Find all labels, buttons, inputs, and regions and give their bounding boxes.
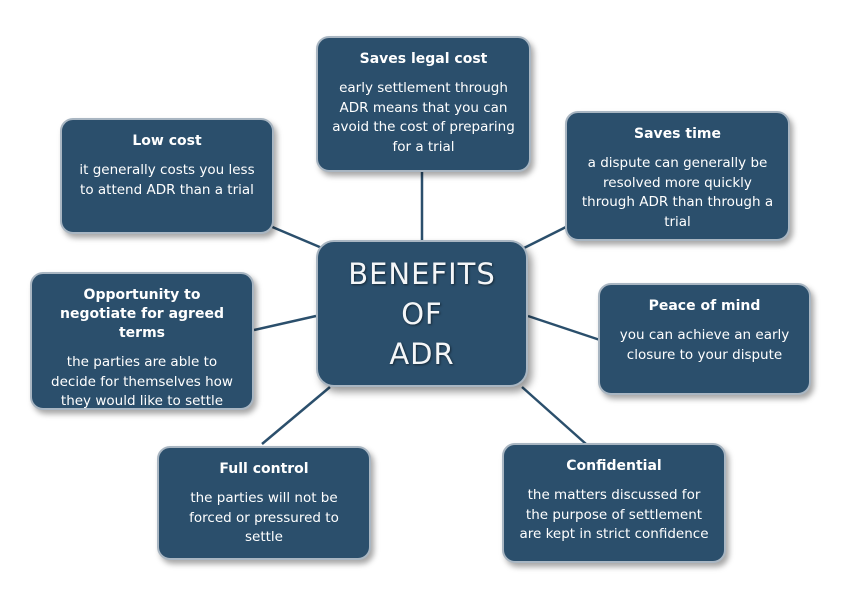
connector-peace-of-mind — [527, 314, 601, 342]
benefit-text: you can achieve an early closure to your… — [619, 327, 790, 363]
benefit-text: it generally costs you less to attend AD… — [79, 162, 255, 198]
benefit-box-saves-legal-cost: Saves legal cost early settlement throug… — [316, 36, 531, 172]
benefit-title: Saves legal cost — [359, 51, 488, 67]
connector-confidential — [521, 386, 587, 445]
benefit-title: Full control — [219, 461, 309, 477]
benefit-text: the parties are able to decide for thems… — [51, 354, 233, 409]
connector-opportunity — [253, 314, 317, 332]
central-topic-box: BENEFITS OF ADR — [316, 240, 528, 387]
central-topic-title: BENEFITS OF ADR — [348, 256, 496, 371]
benefit-title: Peace of mind — [648, 298, 761, 314]
connector-low-cost — [269, 224, 323, 250]
connector-full-control — [261, 386, 331, 445]
benefit-text: a dispute can generally be resolved more… — [581, 155, 774, 230]
benefit-text: the matters discussed for the purpose of… — [519, 487, 709, 542]
benefit-title: Opportunity to negotiate for agreed term… — [60, 287, 224, 341]
benefit-box-low-cost: Low cost it generally costs you less to … — [60, 118, 274, 234]
benefit-box-confidential: Confidential the matters discussed for t… — [502, 443, 726, 563]
benefit-title: Confidential — [566, 458, 662, 474]
benefit-box-opportunity-to-negotiate: Opportunity to negotiate for agreed term… — [30, 272, 254, 410]
connector-saves-time — [523, 224, 569, 250]
benefit-box-saves-time: Saves time a dispute can generally be re… — [565, 111, 790, 241]
benefit-title: Low cost — [132, 133, 202, 149]
benefit-text: early settlement through ADR means that … — [332, 80, 515, 155]
benefit-title: Saves time — [634, 126, 721, 142]
benefit-box-peace-of-mind: Peace of mind you can achieve an early c… — [598, 283, 811, 395]
benefit-box-full-control: Full control the parties will not be for… — [157, 446, 371, 560]
benefit-text: the parties will not be forced or pressu… — [189, 490, 339, 545]
